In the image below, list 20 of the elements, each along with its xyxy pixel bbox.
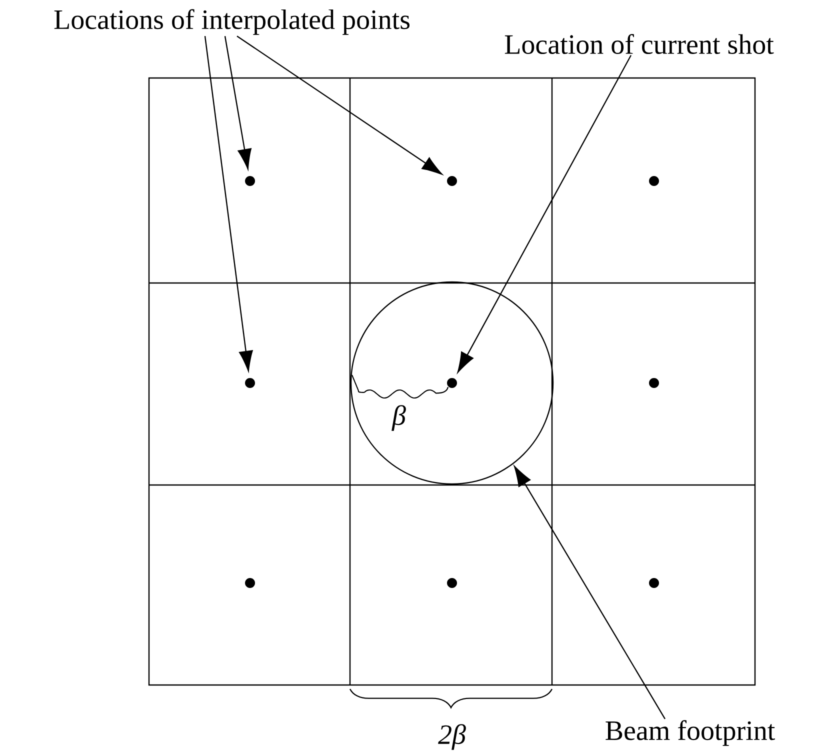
leader-arrow <box>204 36 253 372</box>
math-label: 2β <box>438 724 466 750</box>
dot <box>245 176 255 186</box>
dot <box>649 378 659 388</box>
callout-text: Beam footprint <box>606 720 775 746</box>
dot <box>245 578 255 588</box>
math-label: β <box>392 405 406 431</box>
dot <box>447 578 457 588</box>
dot <box>447 378 457 388</box>
beam-circle <box>350 281 554 485</box>
dot <box>649 176 659 186</box>
leader-arrow <box>457 54 632 373</box>
callout-text: Locations of interpolated points <box>54 9 410 35</box>
leader-arrow <box>224 36 252 170</box>
callout-text: Location of current shot <box>504 34 774 54</box>
leader-arrow <box>514 466 666 720</box>
dot <box>447 176 457 186</box>
dot <box>245 378 255 388</box>
leader-arrow <box>236 36 442 175</box>
dot <box>649 578 659 588</box>
